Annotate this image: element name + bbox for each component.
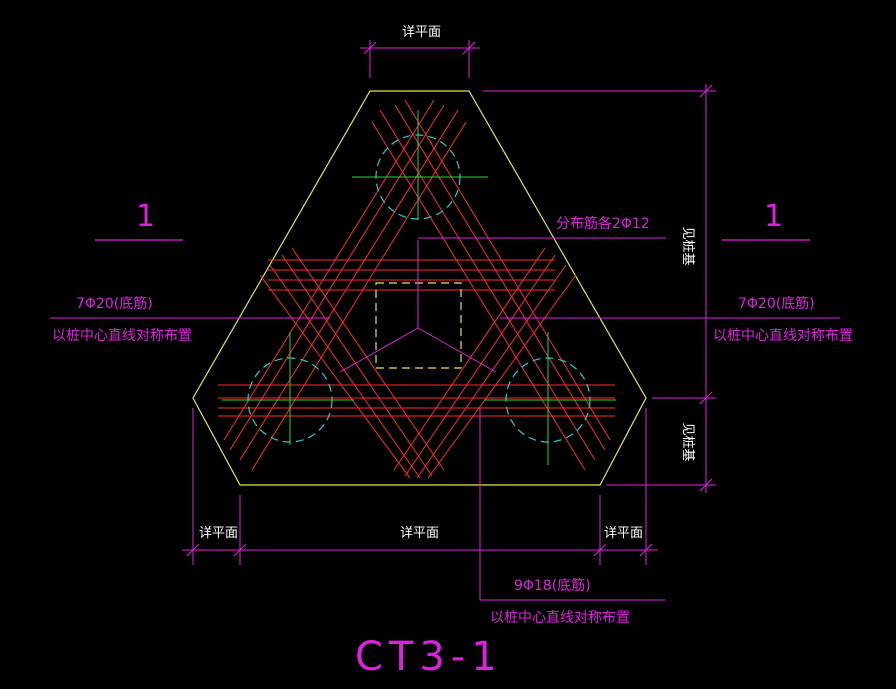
dim-right-lower-label: 见桩基: [680, 422, 695, 461]
dim-right-upper-label: 见桩基: [680, 226, 695, 265]
note-left-1: 7Φ20(底筋): [76, 295, 153, 312]
note-right-2: 以桩中心直线对称布置: [713, 327, 853, 344]
rebar-horizontal: [218, 259, 615, 417]
drawing-title: CT3-1: [355, 634, 503, 680]
pile-top: [352, 110, 488, 220]
dim-top-label: 详平面: [402, 25, 441, 40]
leaders: [50, 237, 840, 601]
cap-outline: [192, 90, 647, 486]
note-bottom-1: 9Φ18(底筋): [514, 577, 591, 594]
dim-bottom-middle-label: 详平面: [400, 526, 439, 541]
section-left-number: 1: [136, 199, 155, 234]
dim-top: [360, 40, 480, 78]
pile-left: [222, 332, 354, 445]
section-right-number: 1: [764, 199, 783, 234]
note-right-1: 7Φ20(底筋): [738, 295, 815, 312]
note-distribution: 分布筋各2Φ12: [556, 215, 650, 232]
rebar-diagonal-a: [259, 99, 611, 479]
section-mark-right: 1: [722, 199, 810, 241]
rebar-diagonal-b: [223, 99, 577, 479]
dim-bottom-left-label: 详平面: [199, 526, 238, 541]
note-bottom-2: 以桩中心直线对称布置: [490, 609, 630, 626]
dim-bottom: [182, 408, 658, 565]
pile-right: [484, 332, 616, 465]
dim-right: [483, 84, 716, 493]
section-mark-left: 1: [95, 199, 183, 241]
note-left-2: 以桩中心直线对称布置: [52, 327, 192, 344]
dim-bottom-right-label: 详平面: [604, 526, 643, 541]
centroid-lines: [339, 240, 497, 373]
